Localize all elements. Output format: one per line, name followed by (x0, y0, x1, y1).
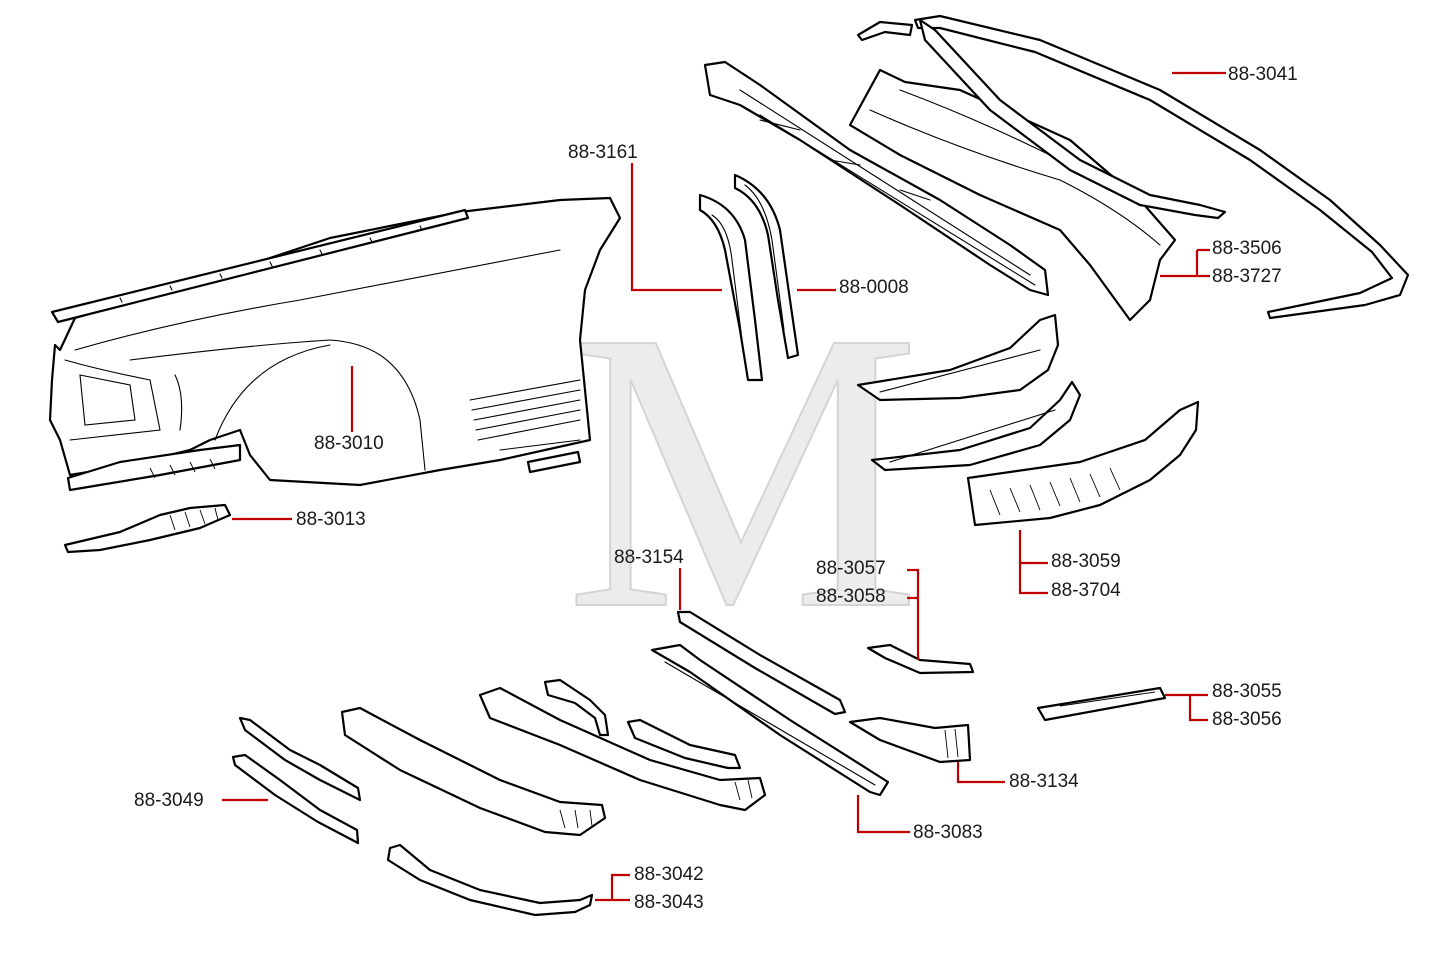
front-lower-trim-part (63, 503, 232, 554)
bumper-strip-3042-part (386, 843, 594, 917)
label-88-3049: 88-3049 (134, 790, 204, 811)
label-88-3041: 88-3041 (1228, 64, 1298, 85)
label-88-3042: 88-3042 (634, 864, 704, 885)
bumper-bar-part (478, 686, 767, 812)
part-labels: 88-3041 88-3161 88-0008 88-3506 88-3727 … (134, 64, 1298, 913)
rocker-lower-part (966, 400, 1200, 527)
leader-3506-3727 (1160, 248, 1210, 278)
label-88-3161: 88-3161 (568, 142, 638, 163)
leader-3059-3704 (1018, 530, 1048, 595)
leader-3134 (956, 762, 1005, 784)
sill-strip-3055-part (1036, 686, 1167, 722)
label-88-3055: 88-3055 (1212, 681, 1282, 702)
label-88-3506: 88-3506 (1212, 238, 1282, 259)
rocker-upper-part (856, 313, 1060, 402)
roof-rail-strip-part (856, 14, 1410, 320)
sill-strip-3057-part (866, 643, 975, 675)
a-pillar-outer-part (733, 173, 800, 360)
front-fender-part (48, 196, 622, 492)
label-88-3154: 88-3154 (614, 547, 684, 568)
label-88-0008: 88-0008 (839, 277, 909, 298)
valance-part (340, 706, 607, 837)
a-pillar-inner-part (698, 193, 764, 382)
label-88-3704: 88-3704 (1051, 580, 1121, 601)
label-88-3134: 88-3134 (1009, 771, 1079, 792)
sill-trim-3154-part (676, 610, 847, 716)
brackets-part (543, 678, 742, 770)
label-88-3083: 88-3083 (913, 822, 983, 843)
label-88-3056: 88-3056 (1212, 709, 1282, 730)
door-trim-3134-part (848, 716, 972, 764)
label-88-3043: 88-3043 (634, 892, 704, 913)
rocker-trim-3083-part (650, 643, 890, 797)
label-88-3727: 88-3727 (1212, 266, 1282, 287)
leader-3161 (630, 163, 722, 292)
label-88-3058: 88-3058 (816, 586, 886, 607)
grille-trim-3049-part (231, 716, 362, 845)
label-88-3057: 88-3057 (816, 558, 886, 579)
cowl-panel-part (703, 60, 1050, 297)
leader-3042-3043 (595, 873, 630, 902)
leader-3083 (856, 795, 910, 834)
label-88-3010: 88-3010 (314, 433, 384, 454)
leader-lines (222, 71, 1226, 902)
rocker-middle-part (870, 380, 1082, 472)
label-88-3059: 88-3059 (1051, 551, 1121, 572)
leader-3057-3058 (907, 568, 920, 660)
leader-3055-3056 (1165, 693, 1208, 722)
label-88-3013: 88-3013 (296, 509, 366, 530)
